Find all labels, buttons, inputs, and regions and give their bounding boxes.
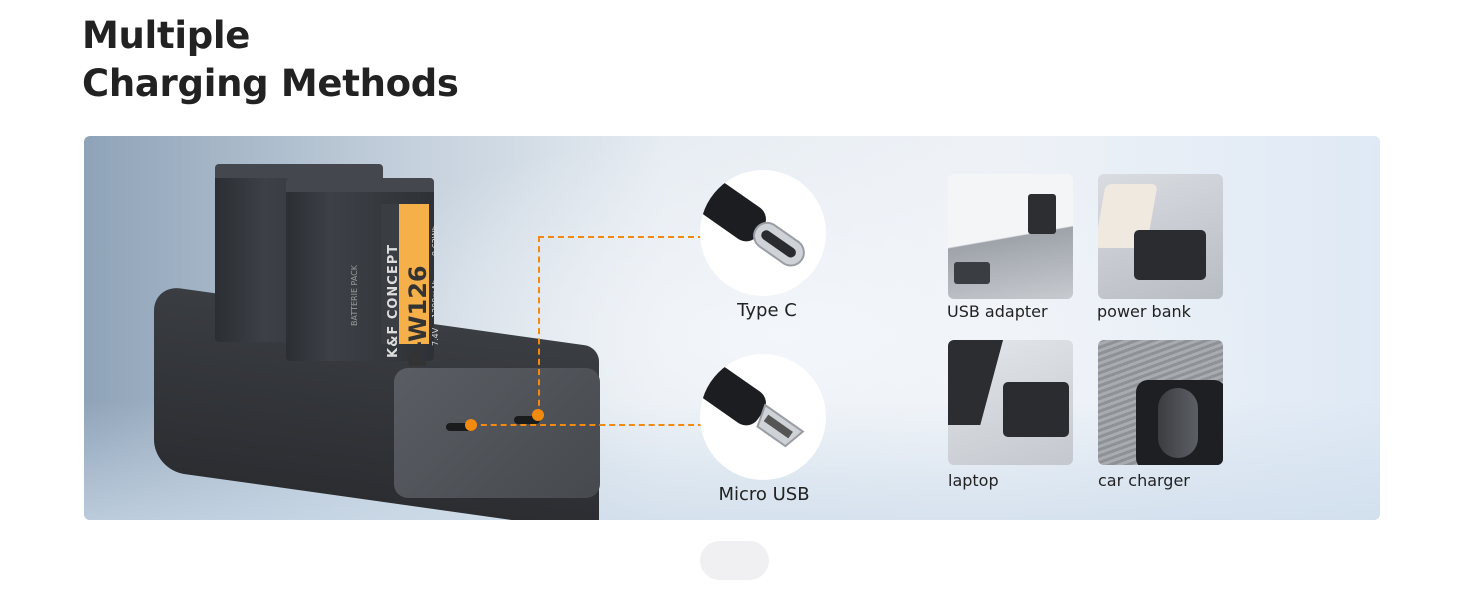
battery-front-top [286, 178, 434, 192]
type-c-label: Type C [737, 300, 797, 321]
title-line-2: Charging Methods [82, 62, 459, 105]
laptop-label: laptop [948, 471, 999, 490]
type-c-port [514, 416, 540, 424]
battery-label [381, 204, 429, 344]
type-c-plug-image [700, 170, 826, 296]
title-line-1: Multiple [82, 14, 251, 57]
type-c-connector-line-h [538, 236, 704, 238]
micro-usb-port [446, 423, 476, 431]
type-c-port-dot [532, 409, 544, 421]
charging-methods-banner: K&F CONCEPT P-W126 7.4V 1300mAh 9.62Wh B… [84, 136, 1380, 520]
battery-energy: 9.62Wh [431, 225, 440, 256]
laptop-image [948, 340, 1073, 465]
micro-usb-label: Micro USB [718, 484, 810, 505]
micro-usb-plug-image [700, 354, 826, 480]
usb-adapter-image [948, 174, 1073, 299]
charger-illustration: K&F CONCEPT P-W126 7.4V 1300mAh 9.62Wh B… [84, 136, 644, 520]
car-charger-icon [1158, 388, 1198, 458]
laptop-icon [948, 340, 1006, 425]
power-bank-image [1098, 174, 1223, 299]
battery-front: K&F CONCEPT P-W126 7.4V 1300mAh 9.62Wh B… [286, 186, 440, 368]
carousel-indicator[interactable] [700, 541, 769, 580]
battery-voltage: 7.4V [431, 327, 440, 346]
car-charger-image [1098, 340, 1223, 465]
battery-back-top [215, 164, 383, 178]
micro-usb-connector-line [471, 424, 704, 426]
charger-icon [1003, 382, 1069, 437]
type-c-connector-line [538, 236, 540, 416]
charger-icon [954, 262, 990, 284]
car-charger-label: car charger [1098, 471, 1190, 490]
battery-model: P-W126 [404, 265, 432, 368]
charger-front-panel [394, 368, 600, 498]
page-title: Multiple Charging Methods [82, 12, 459, 108]
battery-brand: K&F CONCEPT [386, 243, 401, 358]
charger-icon [1134, 230, 1206, 280]
type-c-plug-icon [700, 181, 805, 267]
wall-adapter-icon [1028, 194, 1056, 234]
battery-pack-text: BATTERIE PACK [350, 264, 359, 326]
battery-capacity: 1300mAh [431, 279, 440, 318]
micro-usb-plug-icon [700, 365, 805, 448]
micro-usb-port-dot [465, 419, 477, 431]
usb-adapter-label: USB adapter [947, 302, 1048, 321]
power-bank-label: power bank [1097, 302, 1191, 321]
